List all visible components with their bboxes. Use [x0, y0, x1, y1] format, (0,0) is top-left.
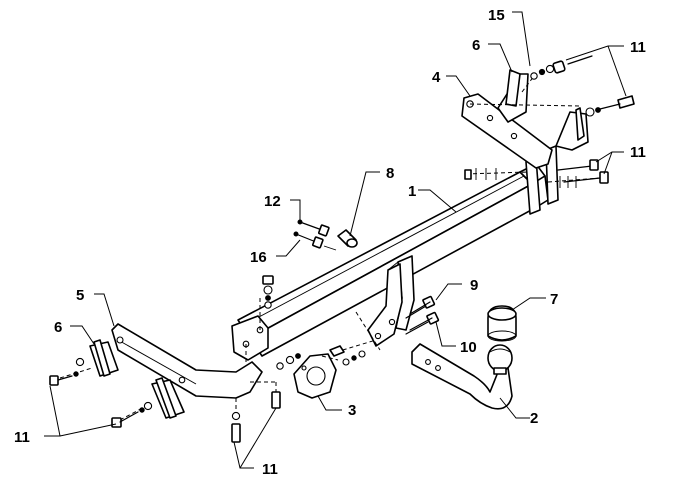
callout-10: 10	[460, 339, 477, 356]
left-end-plate	[231, 296, 269, 362]
callout-5: 5	[76, 287, 84, 304]
ball-cap	[487, 305, 517, 342]
mount-bolts	[405, 295, 440, 335]
callout-7: 7	[550, 291, 558, 308]
right-lower-fasteners	[464, 159, 609, 188]
callout-6-right: 6	[472, 37, 480, 54]
tow-ball-arm	[411, 343, 513, 410]
socket-plate-fasteners	[276, 350, 366, 370]
callout-11-bottom: 11	[262, 461, 278, 478]
right-mounting-bracket	[461, 69, 589, 169]
callout-1: 1	[408, 183, 416, 200]
callouts: 1 2 3 4 5 6 6 7 8 9 10 11	[14, 7, 646, 478]
ball-mount-bracket	[335, 255, 415, 353]
callout-12: 12	[264, 193, 281, 210]
callout-9: 9	[470, 277, 478, 294]
callout-8: 8	[386, 165, 394, 182]
callout-4: 4	[432, 69, 441, 86]
callout-3: 3	[348, 402, 356, 419]
left-mounting-bracket	[89, 323, 263, 419]
callout-16: 16	[250, 249, 267, 266]
socket-plate	[293, 345, 345, 399]
spacer-and-small-bolts	[293, 219, 358, 251]
callout-6-left: 6	[54, 319, 62, 336]
left-upper-nut-stack	[262, 275, 274, 309]
callout-11-lower-right: 11	[630, 144, 646, 161]
callout-2: 2	[530, 410, 538, 427]
right-upper-fasteners	[530, 55, 635, 117]
callout-11-left: 11	[14, 429, 30, 446]
callout-15: 15	[488, 7, 505, 24]
callout-11-upper-right: 11	[630, 39, 646, 56]
